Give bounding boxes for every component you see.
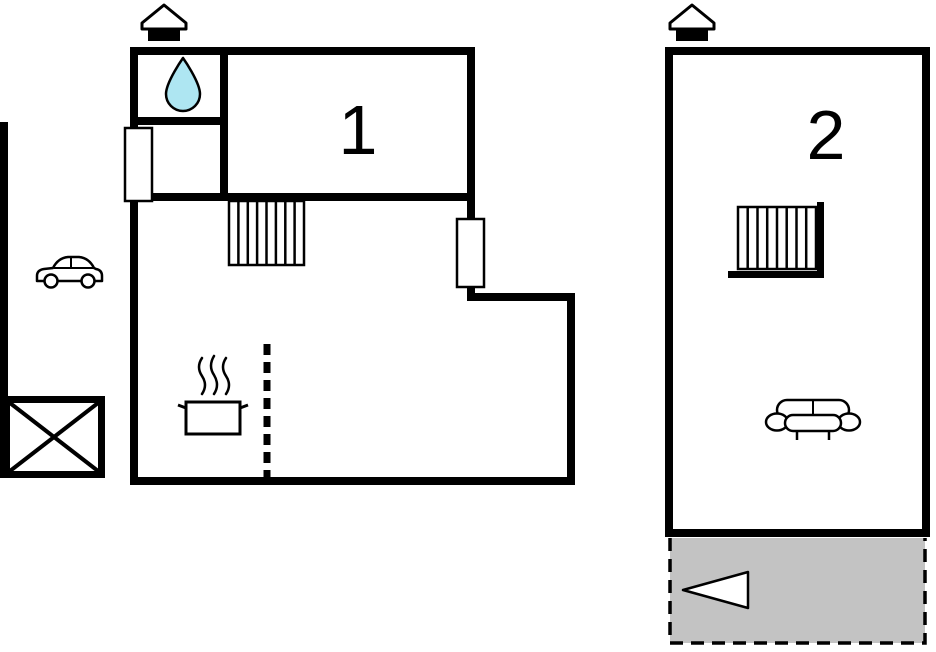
window-left-icon bbox=[123, 126, 154, 203]
carport-area bbox=[0, 122, 105, 478]
unit-2 bbox=[665, 3, 930, 645]
unit-1 bbox=[123, 3, 575, 485]
water-drop-icon bbox=[164, 56, 202, 113]
cooking-pot-icon bbox=[177, 354, 249, 436]
terrace-arrow-icon bbox=[681, 570, 750, 610]
terrace-area bbox=[668, 538, 927, 645]
unit-1-walls bbox=[130, 47, 575, 485]
terrace bbox=[668, 538, 927, 645]
chimney-icon bbox=[668, 3, 716, 43]
boundary-wall-left bbox=[0, 122, 8, 478]
unit-2-walls bbox=[665, 47, 930, 537]
stairs-icon-unit-2 bbox=[736, 205, 818, 271]
window-right-icon bbox=[455, 217, 486, 289]
crossed-box-icon bbox=[3, 396, 105, 478]
sofa-icon bbox=[764, 398, 862, 440]
stairs-icon-unit-1 bbox=[227, 199, 306, 267]
car-icon bbox=[35, 255, 104, 289]
unit-2-label: 2 bbox=[806, 96, 846, 174]
chimney-icon bbox=[140, 3, 188, 43]
unit-1-label: 1 bbox=[338, 91, 378, 169]
